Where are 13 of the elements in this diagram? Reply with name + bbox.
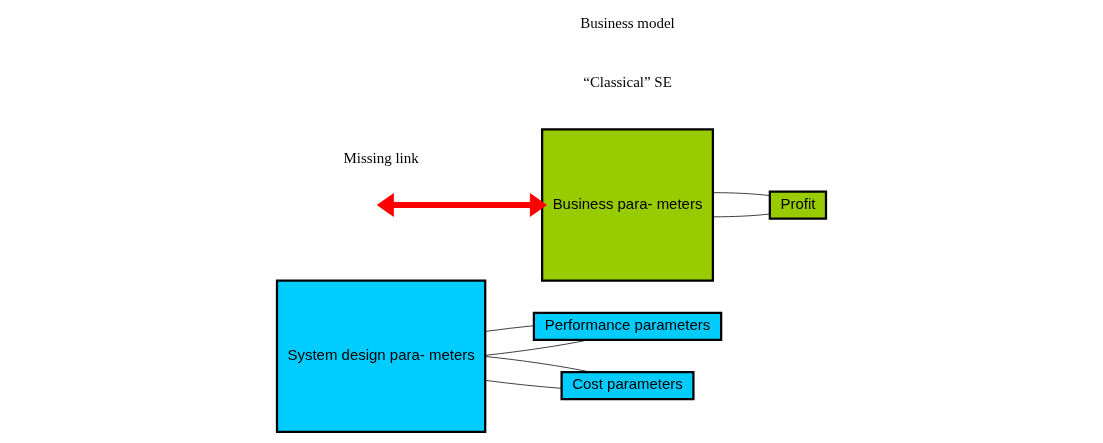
node-box: Business para- meters (541, 128, 715, 282)
node-box: Profit (768, 190, 828, 220)
node-box: System design para- meters (275, 279, 487, 434)
connector (485, 325, 535, 332)
connector (712, 192, 771, 196)
label: Business model (580, 15, 675, 32)
node-box: Performance parameters (532, 311, 723, 341)
connector (485, 379, 562, 389)
label: Missing link (343, 150, 419, 167)
arrow (376, 192, 548, 218)
label: “Classical” SE (583, 74, 672, 91)
node-box: Cost parameters (560, 370, 695, 401)
connector (712, 213, 771, 218)
